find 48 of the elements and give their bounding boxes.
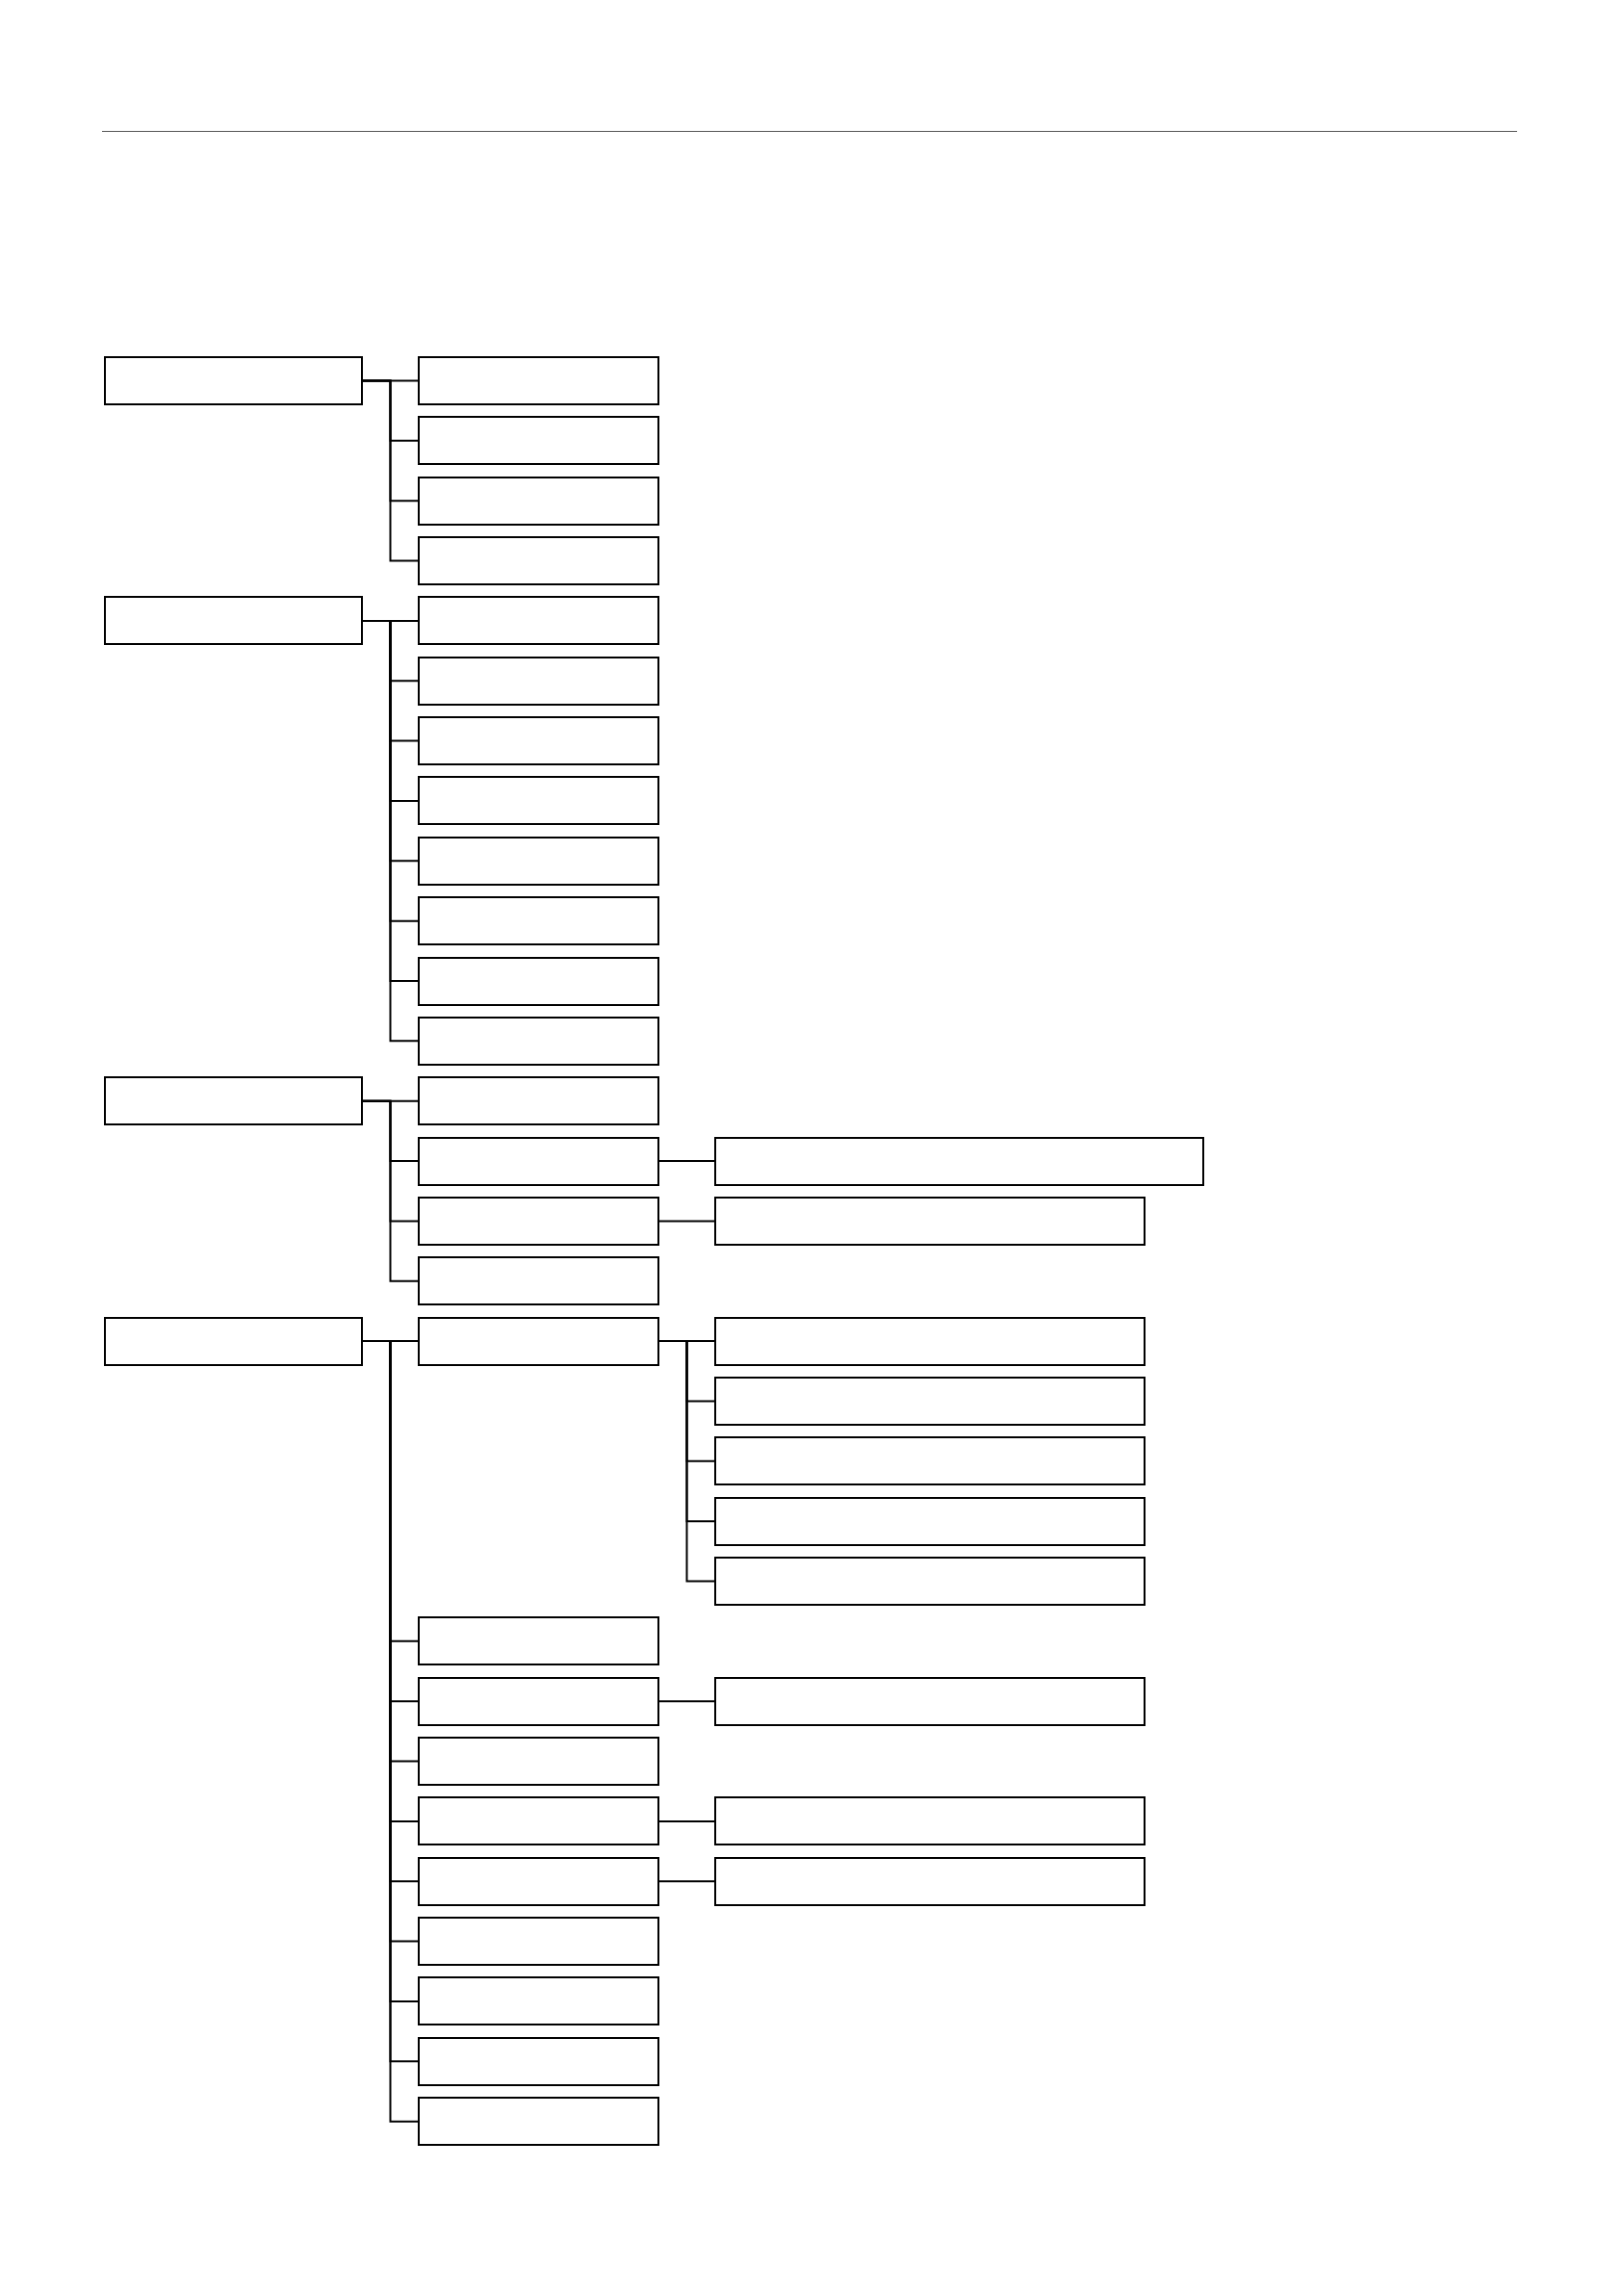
empty-box — [418, 536, 659, 586]
connector-line — [658, 1819, 715, 1822]
empty-box — [418, 356, 659, 405]
empty-box — [418, 1737, 659, 1787]
empty-box — [714, 1796, 1146, 1846]
empty-box — [418, 1796, 659, 1846]
connector-line — [658, 1220, 715, 1223]
empty-box — [714, 1856, 1146, 1906]
empty-box — [714, 1136, 1204, 1186]
empty-box — [104, 356, 363, 405]
connector-line — [658, 1340, 715, 1583]
empty-box — [418, 1076, 659, 1126]
empty-box — [418, 1976, 659, 2026]
empty-box — [418, 1256, 659, 1306]
connector-line — [362, 379, 419, 562]
empty-box — [104, 596, 363, 646]
empty-box — [418, 656, 659, 706]
empty-box — [714, 1436, 1146, 1486]
empty-box — [418, 1316, 659, 1366]
connector-line — [362, 1099, 419, 1282]
empty-box — [104, 1076, 363, 1126]
empty-box — [418, 896, 659, 946]
empty-box — [418, 1016, 659, 1066]
empty-box — [418, 1856, 659, 1906]
empty-box — [418, 776, 659, 826]
empty-box — [714, 1316, 1146, 1366]
empty-box — [418, 1136, 659, 1186]
empty-box — [104, 1316, 363, 1366]
empty-box — [714, 1376, 1146, 1426]
empty-box — [418, 416, 659, 466]
empty-box — [418, 716, 659, 766]
empty-box — [714, 1496, 1146, 1546]
empty-box — [418, 1196, 659, 1246]
empty-box — [418, 1917, 659, 1967]
empty-box — [418, 476, 659, 526]
empty-box — [714, 1676, 1146, 1726]
empty-box — [418, 956, 659, 1006]
empty-box — [714, 1196, 1146, 1246]
empty-box — [418, 2097, 659, 2147]
empty-box — [418, 2036, 659, 2086]
empty-box — [714, 1557, 1146, 1606]
connector-line — [658, 1880, 715, 1883]
empty-box — [418, 1676, 659, 1726]
connector-line — [658, 1700, 715, 1703]
empty-box — [418, 836, 659, 886]
connector-line — [658, 1160, 715, 1163]
empty-box — [418, 1616, 659, 1666]
empty-box — [418, 596, 659, 646]
